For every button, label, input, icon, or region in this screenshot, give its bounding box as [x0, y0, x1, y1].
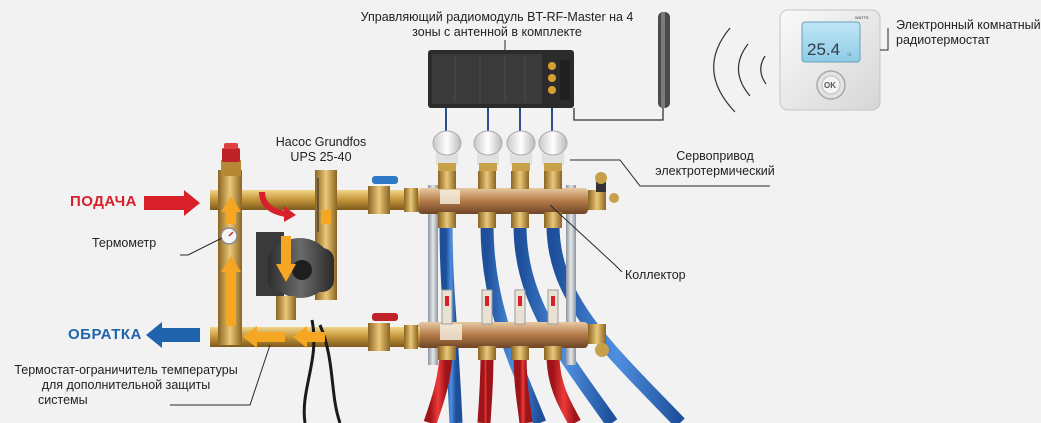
servo-label: Сервопривод электротермический: [640, 149, 790, 179]
servo-actuators: [432, 130, 568, 171]
room-thermostat-label-line2: радиотермостат: [896, 33, 991, 47]
thermostat-temperature: 25.4: [807, 40, 840, 59]
pump-label-line2: UPS 25-40: [290, 150, 352, 164]
mounting-rails: [428, 185, 576, 365]
hot-flow-arrow: [259, 191, 296, 222]
room-thermostat-label-line1: Электронный комнатный: [896, 18, 1041, 32]
supply-collector: [418, 171, 619, 228]
radio-module-label: Управляющий радиомодуль BT-RF-Master на …: [359, 10, 635, 40]
ball-valves: [368, 176, 418, 351]
limiter-label-line1: Термостат-ограничитель температуры: [14, 363, 238, 377]
room-thermostat-label: Электронный комнатный радиотермостат: [896, 18, 1041, 48]
servo-label-line1: Сервопривод: [676, 149, 754, 163]
return-arrow: [146, 322, 200, 348]
supply-label: ПОДАЧА: [70, 193, 137, 210]
limiter-label-line2: для дополнительной защиты: [41, 378, 211, 392]
module-wires: [445, 108, 553, 134]
room-thermostat: WATTS 25.4 °C OK: [779, 9, 881, 111]
supply-arrow: [144, 190, 200, 216]
limiter-label: Термостат-ограничитель температуры для д…: [10, 363, 242, 408]
radio-module-label-line1: Управляющий радиомодуль BT-RF-Master на …: [360, 10, 634, 24]
thermostat-unit: °C: [847, 52, 852, 57]
servo-label-line2: электротермический: [655, 164, 775, 178]
pump-label-line1: Насос Grundfos: [275, 135, 367, 149]
return-collector: [418, 289, 609, 360]
radio-module-label-line2: зоны с антенной в комплекте: [412, 25, 582, 39]
pump-label: Насос Grundfos UPS 25-40: [268, 135, 374, 165]
leader-lines: [170, 28, 889, 406]
thermometer-label: Термометр: [92, 236, 157, 250]
radio-module: [428, 50, 574, 108]
return-label: ОБРАТКА: [68, 326, 142, 343]
collector-label: Коллектор: [625, 268, 686, 282]
antenna: [573, 12, 670, 121]
thermostat-ok-button: OK: [824, 81, 836, 90]
limiter-label-line3: системы: [38, 393, 88, 407]
thermostat-brand: WATTS: [855, 15, 869, 20]
flow-arrows: [221, 196, 331, 348]
radio-waves: [713, 27, 767, 113]
